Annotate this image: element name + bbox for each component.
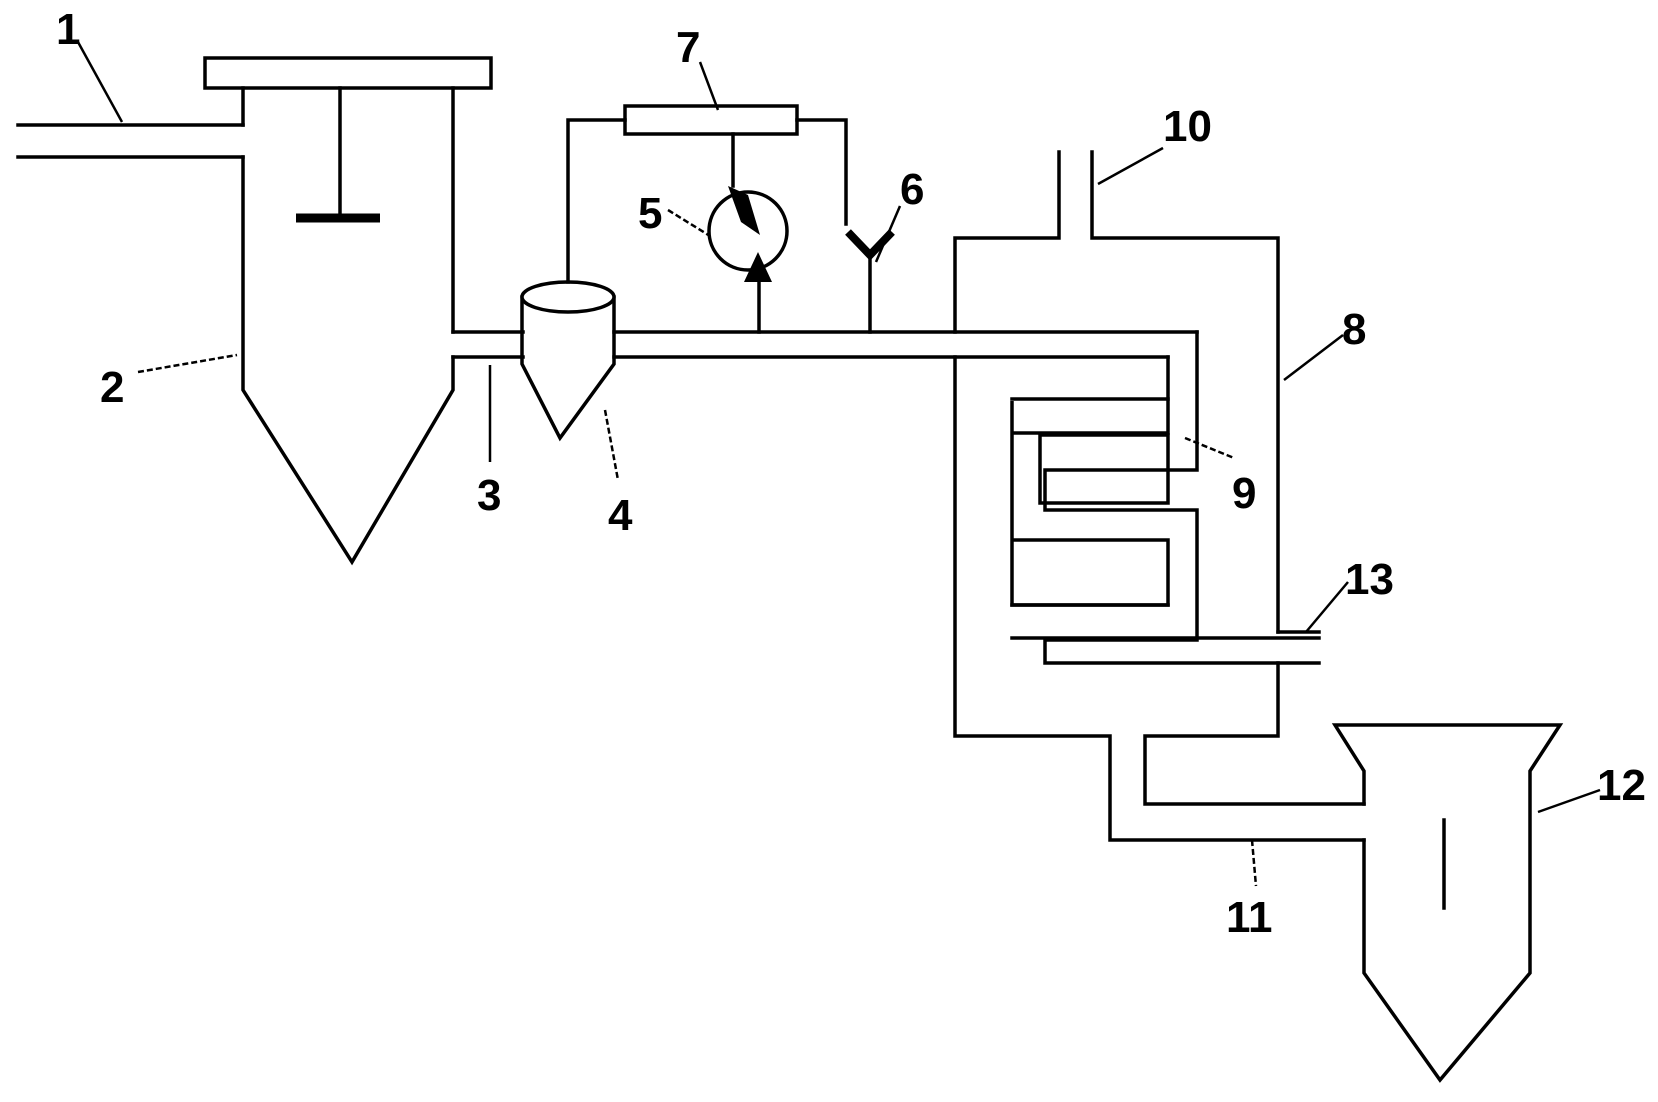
label-8: 8 xyxy=(1342,305,1366,354)
leader-lines xyxy=(76,41,1601,887)
label-6: 6 xyxy=(900,165,924,214)
label-1: 1 xyxy=(56,5,80,54)
component-labels: 1 2 3 4 5 6 7 8 9 10 11 12 13 xyxy=(56,5,1646,942)
collection-tank xyxy=(1331,723,1564,1083)
label-2: 2 xyxy=(100,363,124,412)
label-7: 7 xyxy=(676,23,700,72)
label-10: 10 xyxy=(1163,102,1212,151)
inlet-pipe xyxy=(16,123,245,159)
label-4: 4 xyxy=(608,491,633,540)
filter-unit xyxy=(566,104,848,284)
label-5: 5 xyxy=(638,189,662,238)
main-pipe xyxy=(612,330,1199,359)
settling-tank xyxy=(203,56,493,566)
serpentine-coil xyxy=(1010,330,1321,665)
label-3: 3 xyxy=(477,471,501,520)
label-13: 13 xyxy=(1345,555,1394,604)
valve xyxy=(845,229,895,334)
heat-exchanger-shell xyxy=(953,150,1366,842)
label-11: 11 xyxy=(1226,893,1273,942)
connecting-pipe xyxy=(451,330,525,359)
label-9: 9 xyxy=(1232,469,1256,518)
label-12: 12 xyxy=(1597,761,1646,810)
cyclone-separator xyxy=(520,280,616,442)
pump xyxy=(707,186,789,334)
